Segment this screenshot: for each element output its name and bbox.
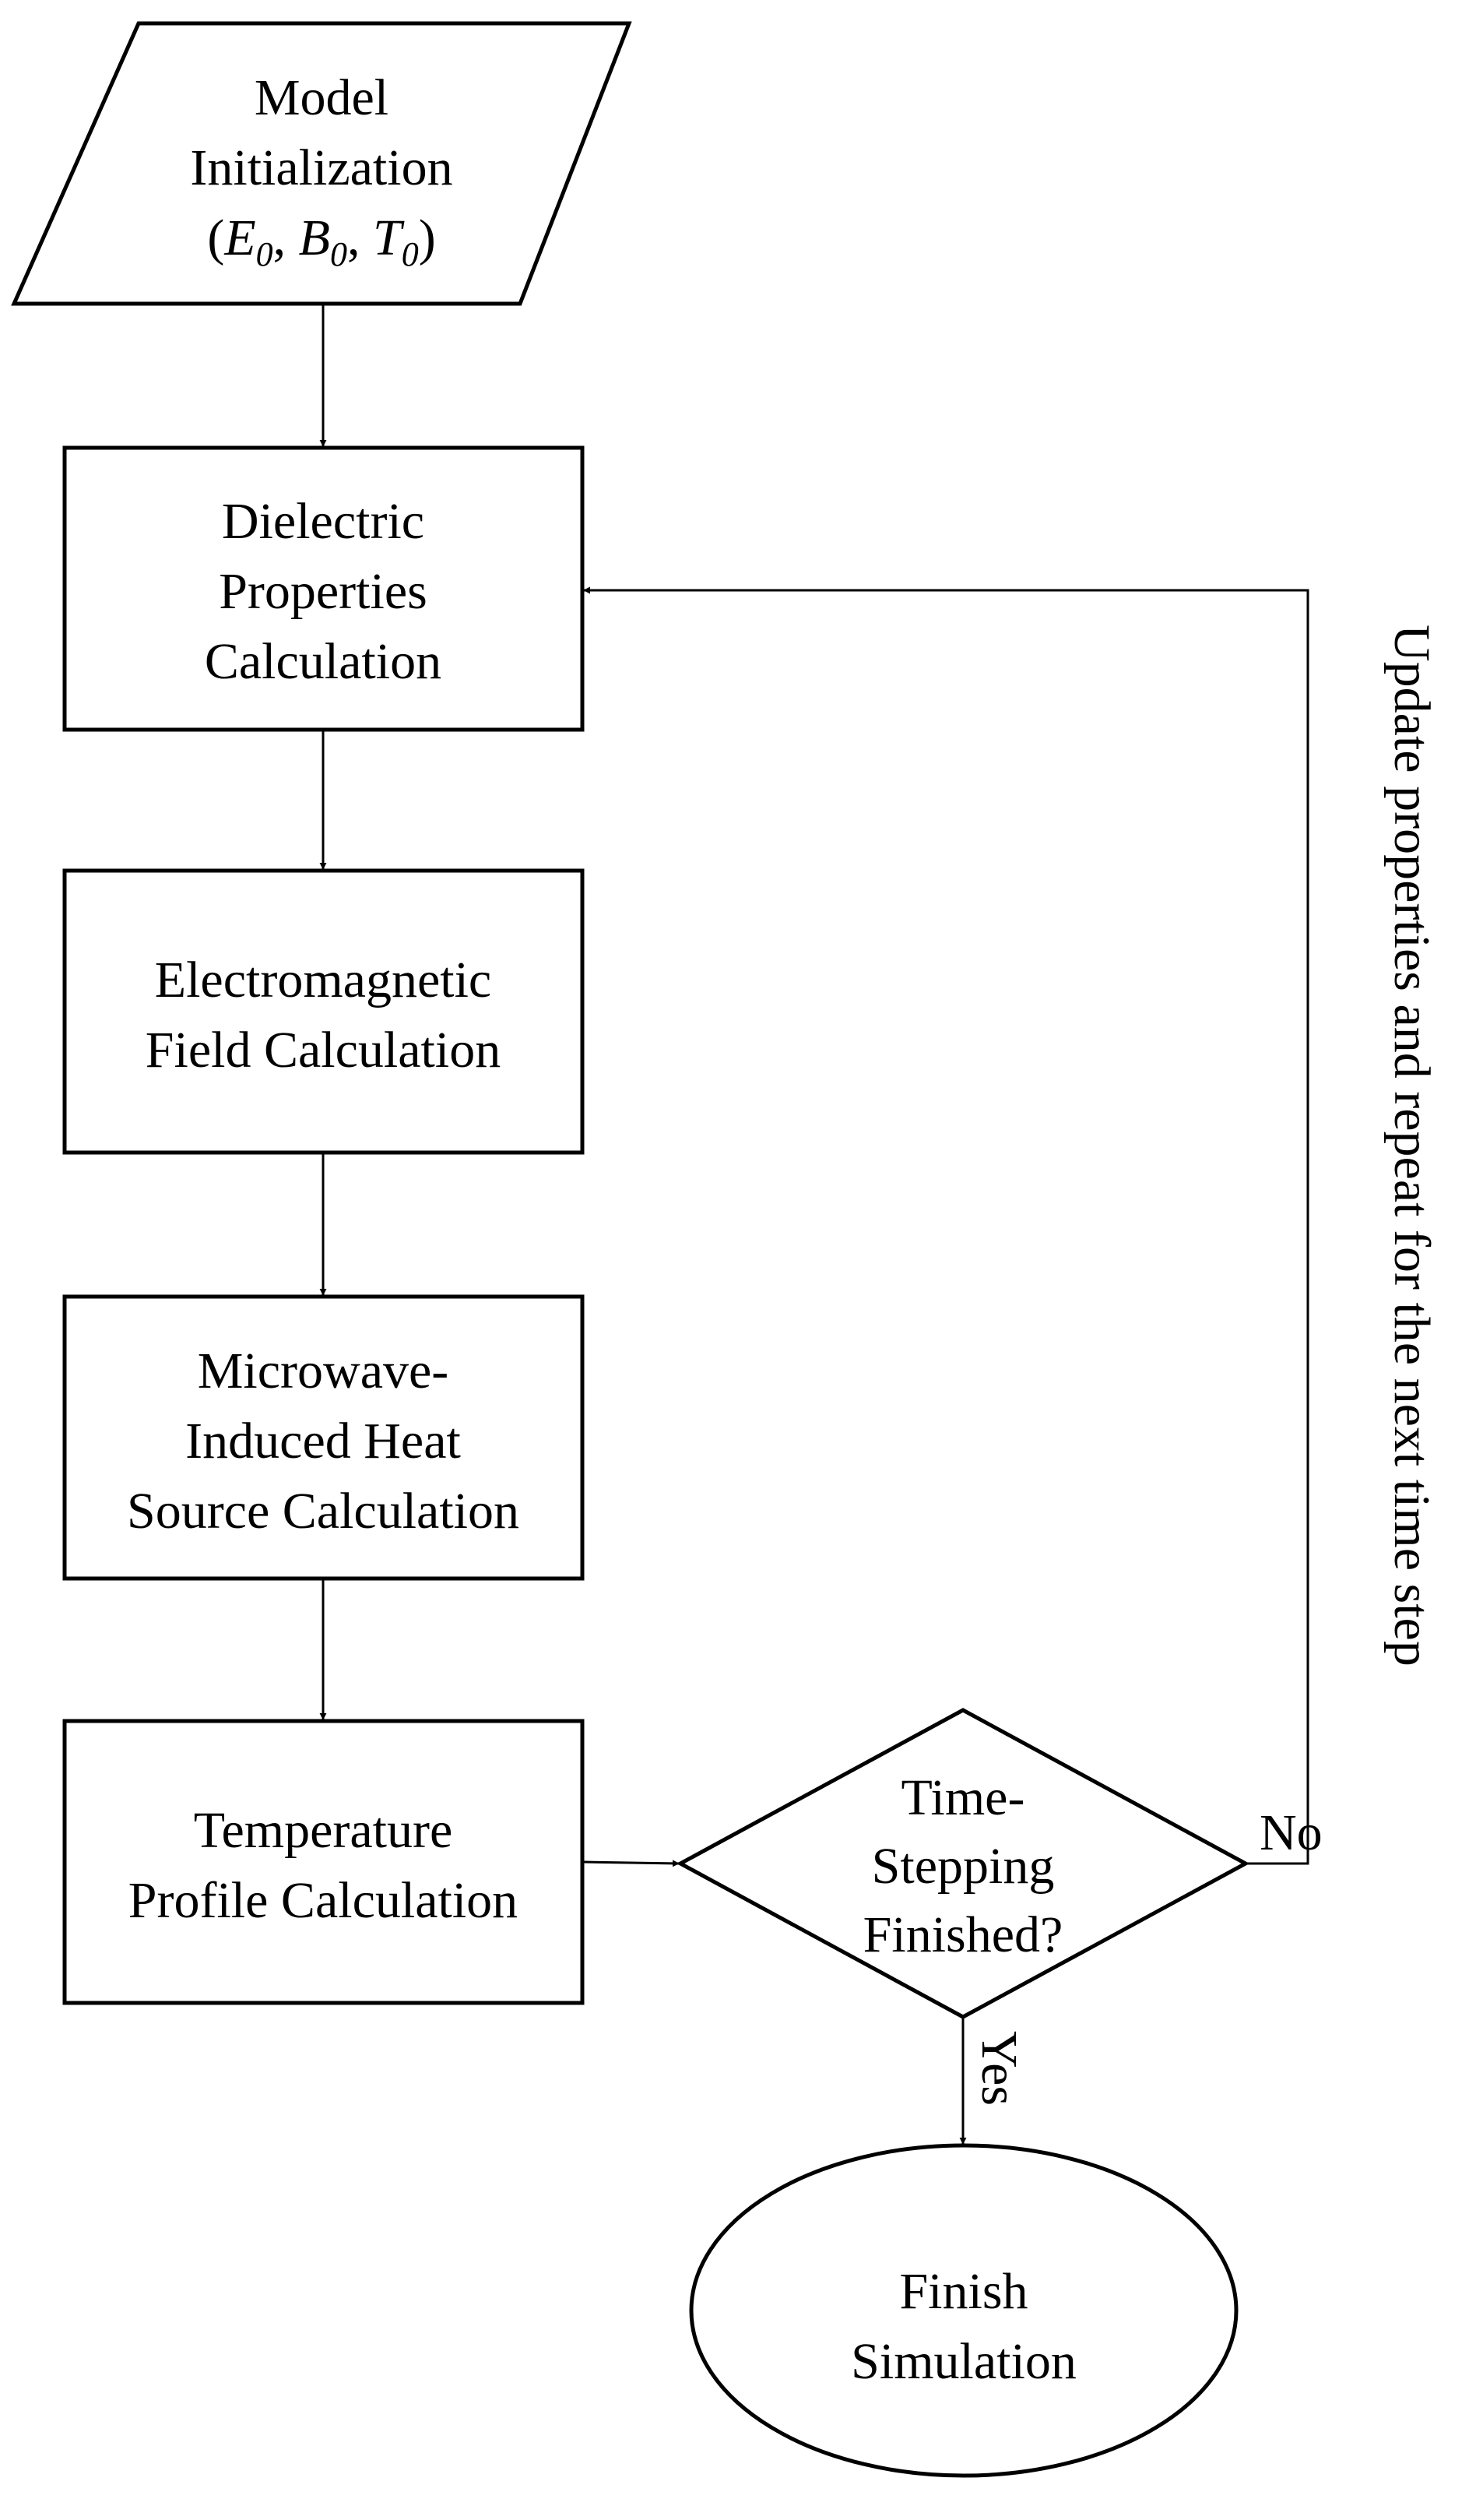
process-node-em-field: Electromagnetic Field Calculation	[62, 868, 585, 1155]
open-paren: (	[207, 209, 224, 266]
em-field-line-1: Electromagnetic	[155, 952, 491, 1008]
heat-source-line-2: Induced Heat	[185, 1413, 461, 1469]
temperature-line-1: Temperature	[194, 1802, 453, 1859]
em-field-line-2: Field Calculation	[146, 1022, 501, 1079]
close-paren: )	[419, 209, 436, 266]
dielectric-line-1: Dielectric	[222, 493, 424, 550]
heat-source-line-3: Source Calculation	[127, 1483, 519, 1540]
edge-label-loop: Update properties and repeat for the nex…	[1383, 625, 1440, 1667]
decision-line-3: Finished?	[863, 1906, 1063, 1963]
edge-decision-no-loop-to-dielectric	[583, 586, 1309, 1865]
edge-label-yes: Yes	[971, 2031, 1028, 2106]
separator-2: ,	[347, 209, 373, 266]
var-t-sub: 0	[402, 235, 419, 273]
var-b: B	[299, 209, 330, 266]
terminal-node-finish: Finish Simulation	[689, 2143, 1239, 2478]
terminal-line-2: Simulation	[851, 2333, 1077, 2390]
dielectric-line-2: Properties	[219, 563, 427, 620]
decision-line-1: Time-	[901, 1769, 1025, 1826]
input-line-2: Initialization	[190, 139, 452, 196]
var-b-sub: 0	[330, 235, 347, 273]
terminal-line-1: Finish	[899, 2263, 1028, 2320]
edge-label-no: No	[1260, 1804, 1323, 1861]
process-node-temperature: Temperature Profile Calculation	[62, 1719, 585, 2005]
separator-1: ,	[273, 209, 299, 266]
var-e-sub: 0	[256, 235, 273, 273]
decision-line-2: Stepping	[872, 1838, 1055, 1895]
heat-source-line-1: Microwave-	[198, 1343, 449, 1399]
temperature-line-2: Profile Calculation	[128, 1872, 518, 1929]
var-t: T	[373, 209, 405, 266]
process-node-heat-source: Microwave- Induced Heat Source Calculati…	[62, 1294, 585, 1581]
var-e: E	[223, 209, 255, 266]
input-node-model-initialization: Model Initialization (E0, B0, T0)	[11, 21, 632, 306]
input-line-1: Model	[255, 69, 388, 126]
process-node-dielectric: Dielectric Properties Calculation	[62, 445, 585, 732]
edge-temperature-to-decision	[583, 1860, 680, 1867]
decision-node-time-stepping: Time- Stepping Finished?	[676, 1708, 1250, 2019]
input-params: (E0, B0, T0)	[207, 209, 435, 273]
dielectric-line-3: Calculation	[205, 633, 441, 690]
